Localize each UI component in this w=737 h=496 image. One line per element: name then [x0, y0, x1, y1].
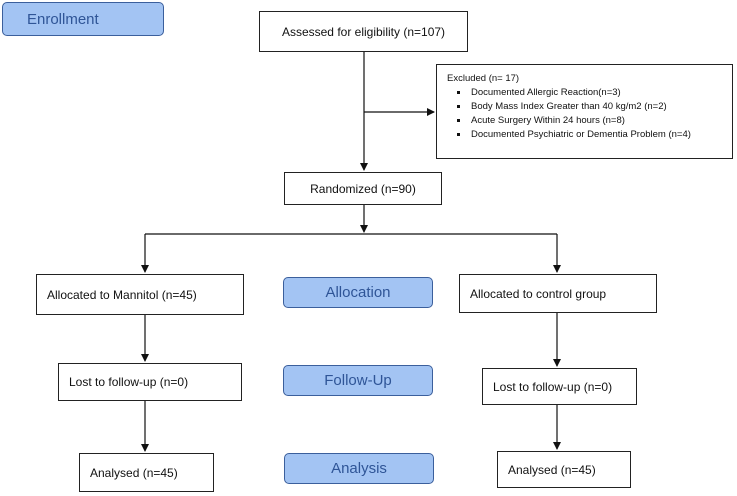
randomized-text: Randomized (n=90): [310, 181, 416, 196]
stage-follow-up: Follow-Up: [283, 365, 433, 396]
stage-enrollment-label: Enrollment: [27, 10, 99, 28]
mannitol-allocated-text: Allocated to Mannitol (n=45): [47, 287, 197, 302]
control-lost-text: Lost to follow-up (n=0): [493, 379, 613, 394]
excluded-box: Excluded (n= 17) Documented Allergic Rea…: [436, 64, 733, 159]
assessed-box: Assessed for eligibility (n=107): [259, 11, 468, 52]
excluded-reason: Body Mass Index Greater than 40 kg/m2 (n…: [447, 100, 722, 114]
excluded-reasons: Documented Allergic Reaction(n=3) Body M…: [447, 86, 722, 142]
stage-follow-up-label: Follow-Up: [324, 372, 392, 389]
excluded-reason: Documented Allergic Reaction(n=3): [447, 86, 722, 100]
mannitol-lost-text: Lost to follow-up (n=0): [69, 375, 189, 389]
mannitol-lost-box: Lost to follow-up (n=0): [58, 363, 242, 401]
control-lost-box: Lost to follow-up (n=0): [482, 368, 637, 405]
stage-allocation-label: Allocation: [325, 284, 391, 301]
control-allocated-text: Allocated to control group: [470, 286, 607, 301]
stage-enrollment: Enrollment: [2, 2, 164, 36]
control-analysed-text: Analysed (n=45): [508, 462, 596, 477]
excluded-title: Excluded (n= 17): [447, 73, 520, 84]
assessed-text: Assessed for eligibility (n=107): [281, 24, 446, 39]
excluded-reason: Acute Surgery Within 24 hours (n=8): [447, 114, 722, 128]
mannitol-analysed-text: Analysed (n=45): [90, 465, 178, 480]
stage-allocation: Allocation: [283, 277, 433, 308]
stage-analysis-label: Analysis: [331, 460, 387, 477]
stage-analysis: Analysis: [284, 453, 434, 484]
mannitol-allocated-box: Allocated to Mannitol (n=45): [36, 274, 244, 315]
randomized-box: Randomized (n=90): [284, 172, 442, 205]
excluded-reason: Documented Psychiatric or Dementia Probl…: [447, 128, 722, 142]
control-analysed-box: Analysed (n=45): [497, 451, 631, 488]
control-allocated-box: Allocated to control group: [459, 274, 657, 313]
mannitol-analysed-box: Analysed (n=45): [79, 453, 214, 492]
